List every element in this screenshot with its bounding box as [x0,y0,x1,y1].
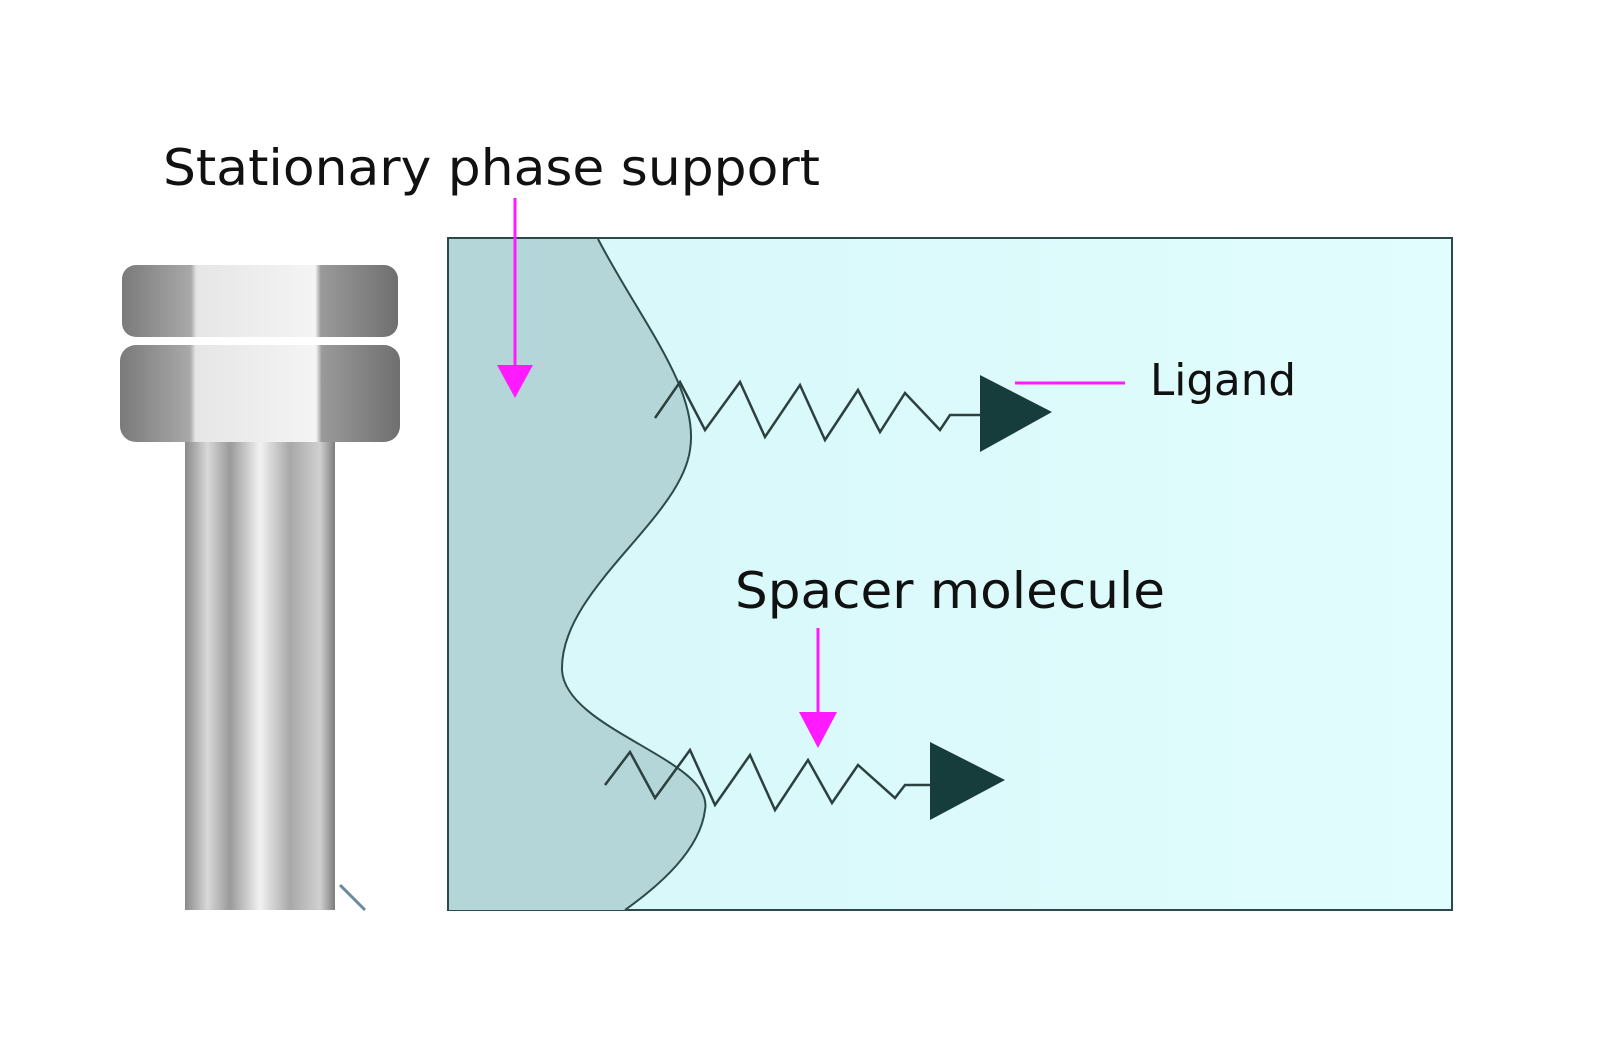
label-ligand: Ligand [1150,355,1296,406]
spacer-ligand-top [653,375,1052,452]
spacer-chain [653,379,980,443]
column-fitting-image [120,265,400,912]
label-spacer-molecule: Spacer molecule [735,562,1165,620]
pointer-spacer [799,628,837,748]
ligand-triangle [930,742,1005,820]
spacer-ligand-bottom [604,742,1005,820]
ligand-triangle [980,375,1052,452]
label-stationary-phase-support: Stationary phase support [163,139,820,197]
pointer-stationary-phase [497,198,533,398]
spacer-chain [604,747,930,813]
stationary-phase-region [449,239,706,910]
